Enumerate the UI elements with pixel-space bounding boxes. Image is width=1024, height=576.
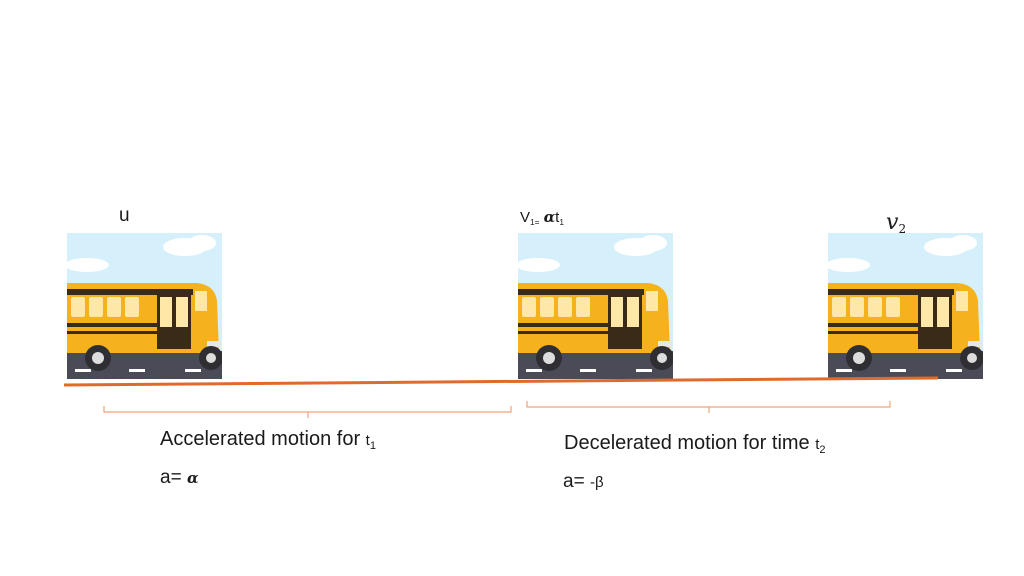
segment-decelerated-caption: Decelerated motion for time t2 xyxy=(564,432,826,456)
velocity-label-u: u xyxy=(119,205,130,226)
bus-image-end xyxy=(828,233,983,379)
brace-accelerated xyxy=(103,406,512,418)
velocity-label-v1: V1= αt1 xyxy=(520,208,564,227)
road-line xyxy=(63,376,939,387)
segment-accelerated-caption: Accelerated motion for t1 xyxy=(160,428,376,452)
segment-accelerated-acceleration: a= α xyxy=(160,467,199,488)
bus-image-middle xyxy=(518,233,673,379)
bus-icon xyxy=(518,233,673,379)
brace-decelerated xyxy=(526,401,891,413)
bus-image-start xyxy=(67,233,222,379)
bus-icon xyxy=(67,233,222,379)
segment-decelerated-acceleration: a= -β xyxy=(563,471,604,492)
bus-icon xyxy=(828,233,983,379)
velocity-label-v2: v2 xyxy=(886,210,907,237)
